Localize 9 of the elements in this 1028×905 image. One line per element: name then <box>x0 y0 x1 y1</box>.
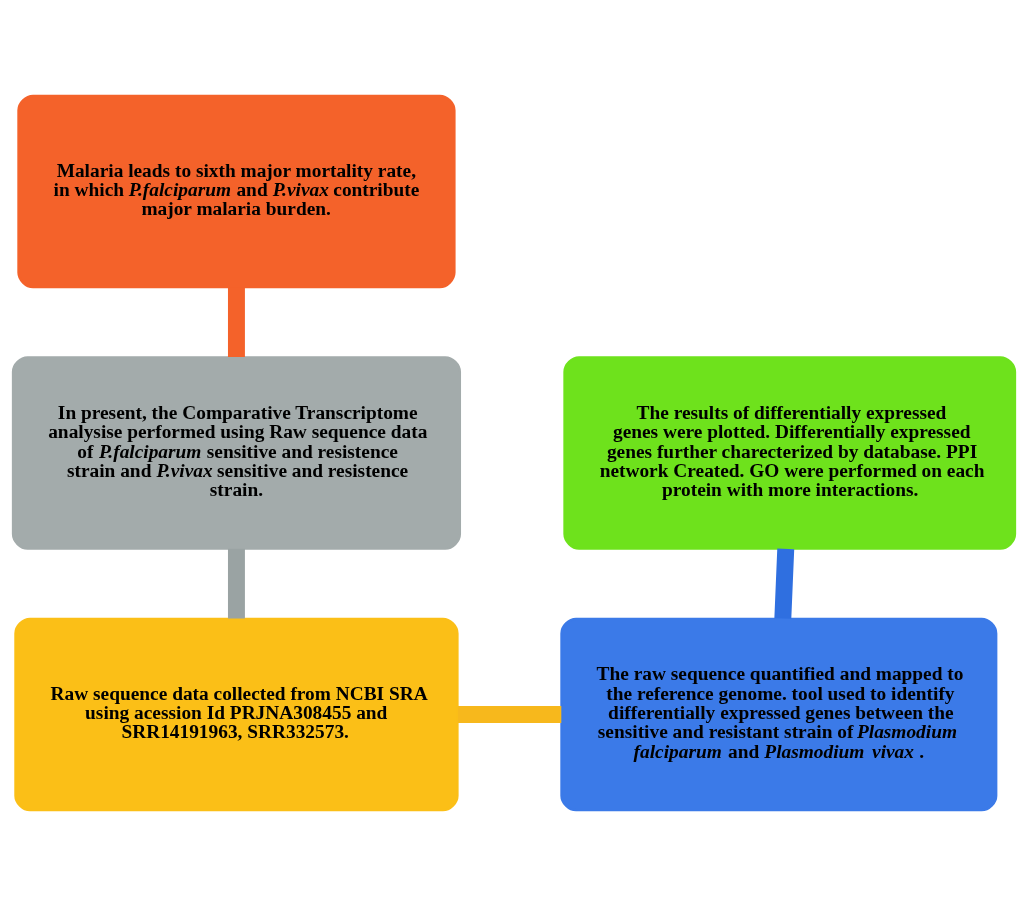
connector <box>457 705 562 723</box>
connector <box>774 548 795 619</box>
connector <box>227 286 245 357</box>
node-box: The raw sequence quantified and mapped to the reference genome. tool used to identify differentially expressed genes between the sensitive and resistant strain of Plasmodium falciparum and Plasmodium vivax. <box>560 617 998 811</box>
connector <box>227 548 245 618</box>
node-box: Raw sequence data collected from NCBI SRA using acession Id PRJNA308455 and SRR14191963, SRR332573. <box>14 617 459 811</box>
node-box: In present, the Comparative Transcriptome analysise performed using Raw sequence data of P.falciparum sensitive and resistence strain and P.vivax sensitive and resistence strain. <box>11 355 462 550</box>
node-box: The results of differentially expressed genes were plotted. Differentially expressed genes further charecterized by database. PPI network Created. GO were performed on each protein with more interactions. <box>563 355 1017 550</box>
node-box: Malaria leads to sixth major mortality rate, in which P.falciparum and P.vivax contribute major malaria burden. <box>17 94 456 288</box>
